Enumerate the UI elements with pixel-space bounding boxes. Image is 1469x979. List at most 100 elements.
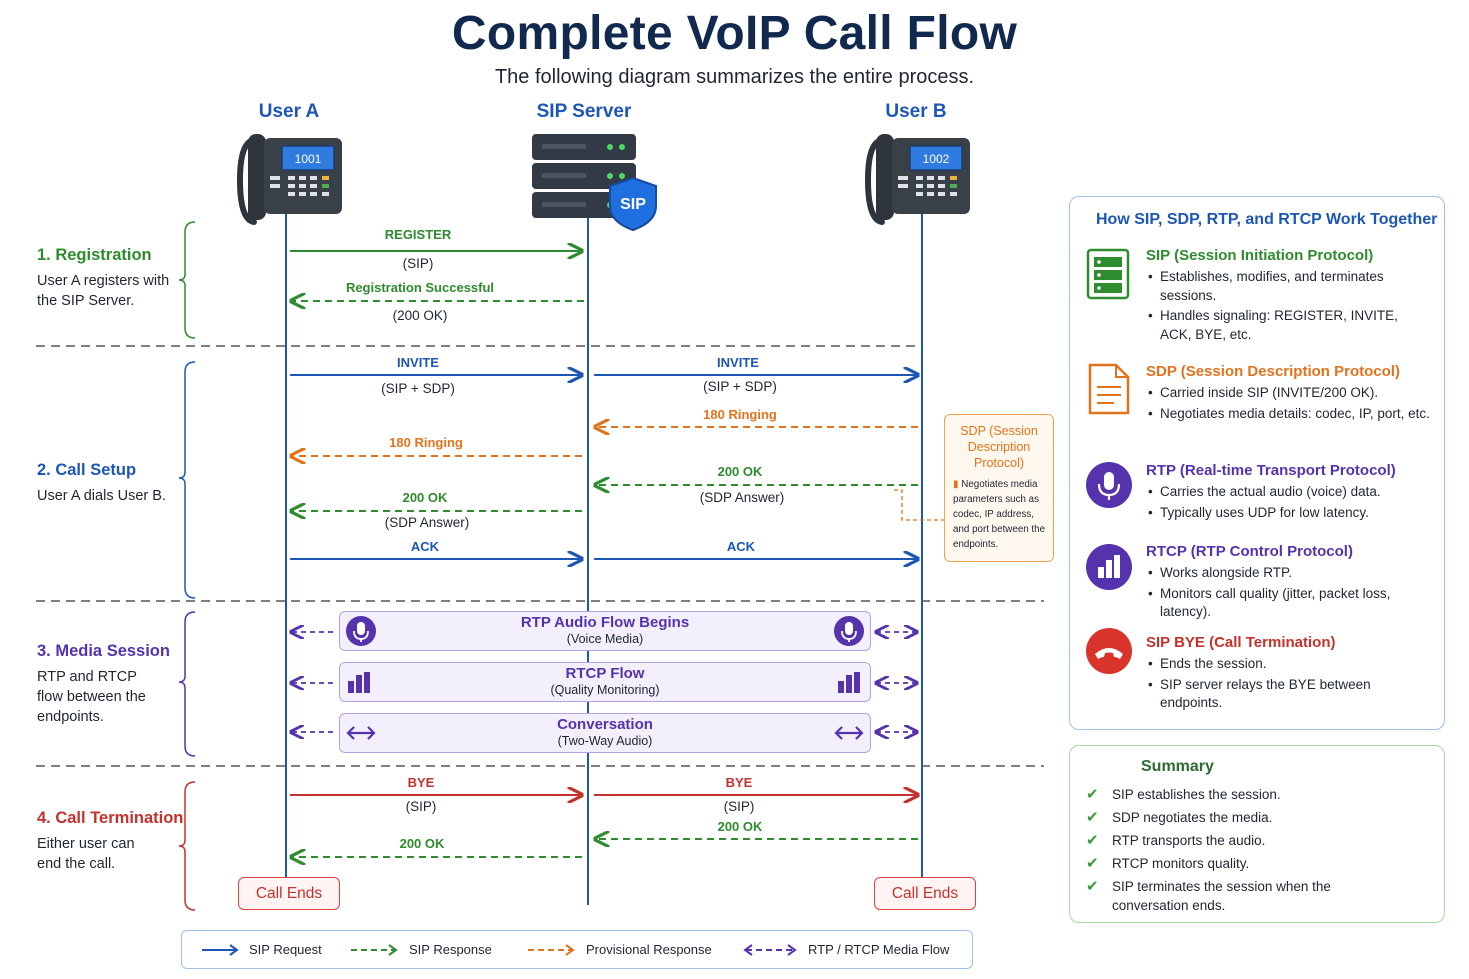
microphone-icon xyxy=(1086,462,1132,508)
brace-call-termination xyxy=(178,781,196,911)
legend-swatch-sip-response xyxy=(351,944,398,956)
actor-label-sip-server: SIP Server xyxy=(536,101,632,122)
phase-call-termination: 4. Call Termination Either user can end … xyxy=(37,809,187,874)
label-bye-ok-b: 200 OK xyxy=(718,819,763,834)
protocol-item-sip: SIP (Session Initiation Protocol) Establ… xyxy=(1146,247,1431,346)
page-subtitle: The following diagram summarizes the ent… xyxy=(494,66,975,88)
server-badge: SIP xyxy=(620,196,646,213)
shield-icon: SIP xyxy=(609,176,657,232)
microphone-icon xyxy=(834,616,864,646)
hang-up-icon xyxy=(1086,628,1132,674)
brace-media-session xyxy=(178,611,196,757)
phase-desc-registration: User A registers with the SIP Server. xyxy=(37,273,170,309)
label-ringing-b: 180 Ringing xyxy=(703,407,777,422)
two-way-arrow-icon xyxy=(834,726,864,740)
phase-desc-call-setup: User A dials User B. xyxy=(37,488,166,504)
phase-call-setup: 2. Call Setup User A dials User B. xyxy=(37,461,187,506)
summary-panel: Summary ✔SIP establishes the session. ✔S… xyxy=(1069,745,1445,923)
sub-bye-a: (SIP) xyxy=(406,799,437,814)
sdp-note-text: Negotiates media parameters such as code… xyxy=(953,479,1046,550)
actor-label-user-b: User B xyxy=(885,101,947,122)
phone-ext-user-a: 1001 xyxy=(295,152,322,166)
brace-call-setup xyxy=(178,361,196,599)
sub-registration-successful: (200 OK) xyxy=(393,308,448,323)
server-icon xyxy=(1086,248,1130,300)
phase-title-media-session: 3. Media Session xyxy=(37,642,170,660)
protocol-title-rtcp: RTCP (RTP Control Protocol) xyxy=(1146,543,1353,560)
brace-registration xyxy=(178,221,196,339)
desk-phone-icon-user-b: 1002 xyxy=(864,134,970,225)
sdp-note-title: SDP (Session Description Protocol) xyxy=(960,424,1038,470)
summary-item: ✔SIP terminates the session when the con… xyxy=(1086,878,1331,913)
sub-bye-b: (SIP) xyxy=(724,799,755,814)
media-box-conversation: Conversation (Two-Way Audio) xyxy=(339,713,871,753)
label-ack-b: ACK xyxy=(727,539,756,554)
bar-chart-icon xyxy=(348,672,370,693)
label-invite-b: INVITE xyxy=(717,355,759,370)
protocol-title-sip: SIP (Session Initiation Protocol) xyxy=(1146,247,1374,264)
call-ends-user-b: Call Ends xyxy=(874,877,976,910)
sdp-note: SDP (Session Description Protocol) ▮ Neg… xyxy=(944,414,1054,562)
protocol-item-rtp: RTP (Real-time Transport Protocol) Carri… xyxy=(1146,462,1431,524)
checkmark-icon: ✔ xyxy=(1086,832,1099,849)
protocol-title-rtp: RTP (Real-time Transport Protocol) xyxy=(1146,462,1396,479)
label-ringing-a: 180 Ringing xyxy=(389,435,463,450)
checkmark-icon: ✔ xyxy=(1086,878,1099,895)
protocol-item-rtcp: RTCP (RTP Control Protocol) Works alongs… xyxy=(1146,543,1431,624)
page-title: Complete VoIP Call Flow xyxy=(451,7,1018,60)
protocol-bullet: Carries the actual audio (voice) data. xyxy=(1148,483,1431,502)
label-ack-a: ACK xyxy=(411,539,440,554)
legend: SIP Request SIP Response Provisional Res… xyxy=(181,930,973,969)
media-title-conversation: Conversation xyxy=(557,716,653,733)
label-ok-b: 200 OK xyxy=(718,464,763,479)
checkmark-icon: ✔ xyxy=(1086,809,1099,826)
checkmark-icon: ✔ xyxy=(1086,786,1099,803)
legend-label-provisional-response: Provisional Response xyxy=(586,942,712,957)
summary-item: ✔SIP establishes the session. xyxy=(1086,786,1281,803)
protocol-bullet: Typically uses UDP for low latency. xyxy=(1148,504,1431,523)
protocol-bullet: SIP server relays the BYE between endpoi… xyxy=(1148,676,1431,713)
protocol-bullet: Establishes, modifies, and terminates se… xyxy=(1148,268,1431,305)
call-ends-user-a: Call Ends xyxy=(238,877,340,910)
sub-invite-a: (SIP + SDP) xyxy=(381,381,455,396)
media-sub-rtcp: (Quality Monitoring) xyxy=(550,683,660,697)
media-sub-conversation: (Two-Way Audio) xyxy=(557,734,653,748)
legend-label-sip-request: SIP Request xyxy=(249,942,322,957)
phase-registration: 1. Registration User A registers with th… xyxy=(37,246,187,311)
document-icon: ▮ xyxy=(953,479,959,490)
protocol-bullet: Negotiates media details: codec, IP, por… xyxy=(1148,405,1431,424)
summary-item: ✔RTP transports the audio. xyxy=(1086,832,1266,849)
label-bye-ok-a: 200 OK xyxy=(400,836,445,851)
protocol-bullet: Monitors call quality (jitter, packet lo… xyxy=(1148,585,1431,622)
summary-list: ✔SIP establishes the session. ✔SDP negot… xyxy=(1084,786,1404,920)
sub-ok-b: (SDP Answer) xyxy=(700,490,785,505)
phase-desc-call-termination: Either user can end the call. xyxy=(37,836,135,872)
protocol-item-bye: SIP BYE (Call Termination) Ends the sess… xyxy=(1146,634,1431,715)
phone-ext-user-b: 1002 xyxy=(923,152,950,166)
protocol-item-sdp: SDP (Session Description Protocol) Carri… xyxy=(1146,363,1431,425)
sdp-note-body: ▮ Negotiates media parameters such as co… xyxy=(945,477,1053,552)
label-registration-successful: Registration Successful xyxy=(346,280,494,295)
phase-title-call-termination: 4. Call Termination xyxy=(37,809,184,827)
label-invite-a: INVITE xyxy=(397,355,439,370)
bar-chart-icon xyxy=(1086,544,1132,590)
label-register: REGISTER xyxy=(385,227,452,242)
label-ok-a: 200 OK xyxy=(403,490,448,505)
phase-title-registration: 1. Registration xyxy=(37,246,152,264)
legend-swatch-media-flow xyxy=(743,944,797,956)
sub-ok-a: (SDP Answer) xyxy=(385,515,470,530)
bar-chart-icon xyxy=(838,672,860,693)
protocol-bullet: Works alongside RTP. xyxy=(1148,564,1431,583)
sequence-diagram: 1001 1002 SIP xyxy=(36,134,1044,911)
sdp-note-connector xyxy=(894,489,944,521)
label-bye-a: BYE xyxy=(408,775,435,790)
checkmark-icon: ✔ xyxy=(1086,855,1099,872)
label-bye-b: BYE xyxy=(726,775,753,790)
desk-phone-icon-user-a: 1001 xyxy=(236,134,342,225)
microphone-icon xyxy=(346,616,376,646)
summary-item: ✔RTCP monitors quality. xyxy=(1086,855,1250,872)
phase-media-session: 3. Media Session RTP and RTCP flow betwe… xyxy=(37,642,187,727)
summary-title: Summary xyxy=(1141,758,1214,775)
media-sub-rtp: (Voice Media) xyxy=(566,632,644,646)
sub-register: (SIP) xyxy=(403,256,434,271)
